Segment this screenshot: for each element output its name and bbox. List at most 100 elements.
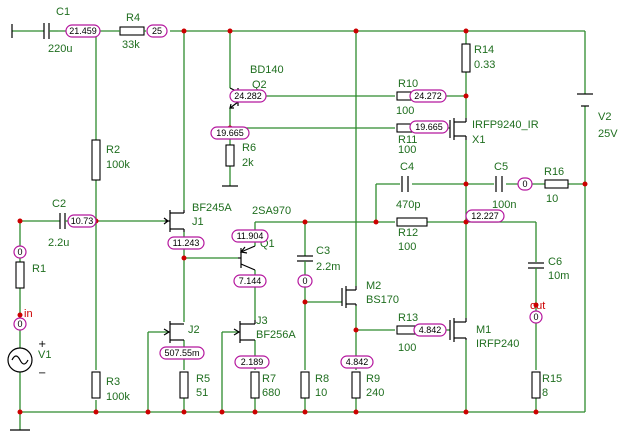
svg-text:24.272: 24.272 (414, 91, 442, 101)
c5-ref: C5 (494, 161, 508, 173)
resistor-r2 (91, 139, 101, 181)
probe-19665-r6[interactable]: 19.665 (210, 126, 250, 140)
mosfet-m1 (449, 318, 467, 342)
probe-19665-r11[interactable]: 19.665 (409, 120, 449, 134)
capacitor-c3 (297, 255, 313, 265)
svg-text:2.189: 2.189 (241, 357, 264, 367)
m1-part: IRFP240 (476, 338, 519, 350)
svg-text:0: 0 (17, 319, 22, 329)
probe-25[interactable]: 25 (146, 24, 168, 38)
resistor-r15 (531, 371, 541, 399)
svg-text:10.73: 10.73 (71, 216, 94, 226)
r5-ref: R5 (196, 373, 210, 385)
c2-ref: C2 (52, 198, 66, 210)
j1-part: BF245A (192, 202, 232, 214)
c6-value: 10m (548, 270, 569, 282)
svg-text:0: 0 (533, 312, 538, 322)
resistor-r9 (351, 371, 361, 399)
probe-c3-zero[interactable]: 0 (297, 274, 313, 288)
j1-ref: J1 (192, 216, 204, 228)
svg-text:7.144: 7.144 (239, 276, 262, 286)
r16-ref: R16 (544, 166, 564, 178)
r13-value: 100 (398, 342, 416, 354)
wires (12, 30, 586, 430)
v1-ref: V1 (38, 349, 51, 361)
svg-text:0: 0 (302, 276, 307, 286)
c2-value: 2.2u (48, 237, 69, 249)
r14-value: 0.33 (474, 59, 495, 71)
r1-ref: R1 (32, 263, 46, 275)
ground-symbols (10, 185, 238, 431)
r12-value: 100 (398, 241, 416, 253)
m2-part: BS170 (366, 294, 399, 306)
probe-7144[interactable]: 7.144 (233, 274, 267, 288)
c1-value: 220u (48, 43, 72, 55)
probe-12227[interactable]: 12.227 (465, 209, 505, 223)
probe-21459[interactable]: 21.459 (65, 24, 101, 38)
svg-text:25: 25 (152, 26, 162, 36)
j3-ref: J3 (256, 315, 268, 327)
r2-value: 100k (106, 159, 130, 171)
r12-ref: R12 (398, 227, 418, 239)
net-out-label: out (530, 300, 545, 312)
r3-ref: R3 (106, 376, 120, 388)
x1-ref: X1 (472, 134, 485, 146)
v1-minus-sign: − (38, 368, 46, 379)
resistor-r7 (250, 371, 260, 399)
c5-value: 100n (492, 199, 516, 211)
r11-value: 100 (398, 144, 416, 156)
r8-value: 10 (315, 387, 327, 399)
capacitor-c1 (11, 23, 58, 39)
v2-value: 25V (598, 128, 618, 140)
resistor-r4 (119, 26, 145, 36)
resistor-r12 (396, 217, 428, 227)
probe-11243[interactable]: 11.243 (167, 236, 205, 250)
jfet-j2 (163, 321, 184, 343)
r3-value: 100k (106, 391, 130, 403)
c3-value: 2.2m (316, 261, 340, 273)
resistor-r16 (544, 179, 569, 189)
resistor-r8 (300, 371, 310, 399)
svg-text:11.243: 11.243 (173, 238, 200, 248)
probe-50755m[interactable]: 507.55m (159, 346, 205, 360)
m1-ref: M1 (476, 324, 491, 336)
svg-text:4.842: 4.842 (346, 357, 369, 367)
resistor-r3 (91, 371, 101, 399)
bjt-q1 (238, 245, 256, 271)
jfet-j3 (233, 320, 256, 343)
probe-11904[interactable]: 11.904 (231, 229, 269, 243)
capacitor-c6 (528, 262, 544, 272)
probe-24282[interactable]: 24.282 (229, 89, 267, 103)
svg-text:0: 0 (17, 247, 22, 257)
svg-text:507.55m: 507.55m (164, 348, 199, 358)
r2-ref: R2 (106, 144, 120, 156)
r15-value: 8 (542, 387, 548, 399)
svg-text:21.459: 21.459 (69, 26, 97, 36)
r13-ref: R13 (398, 312, 418, 324)
probe-2189[interactable]: 2.189 (234, 355, 270, 369)
svg-text:19.665: 19.665 (415, 122, 443, 132)
probe-input-zero-top[interactable]: 0 (13, 245, 27, 259)
resistor-r5 (179, 371, 189, 399)
r9-value: 240 (366, 387, 384, 399)
r16-value: 10 (546, 193, 558, 205)
battery-v2 (577, 93, 593, 107)
probe-4842-r13[interactable]: 4.842 (413, 323, 447, 337)
probe-1073[interactable]: 10.73 (67, 214, 97, 228)
c4-ref: C4 (400, 161, 414, 173)
r6-value: 2k (242, 157, 254, 169)
probe-input-zero[interactable]: 0 (13, 317, 27, 331)
r11-ref: R11 (398, 134, 417, 146)
j2-ref: J2 (188, 324, 200, 336)
svg-text:0: 0 (522, 179, 527, 189)
svg-text:11.904: 11.904 (237, 231, 264, 241)
r10-value: 100 (396, 105, 414, 117)
probe-4842-r9[interactable]: 4.842 (340, 355, 374, 369)
net-in-label: in (24, 308, 33, 320)
probe-24272[interactable]: 24.272 (409, 89, 447, 103)
svg-text:19.665: 19.665 (216, 128, 244, 138)
probe-output-zero[interactable]: 0 (529, 310, 543, 324)
probe-c5-zero[interactable]: 0 (517, 177, 533, 191)
r4-ref: R4 (126, 12, 140, 24)
